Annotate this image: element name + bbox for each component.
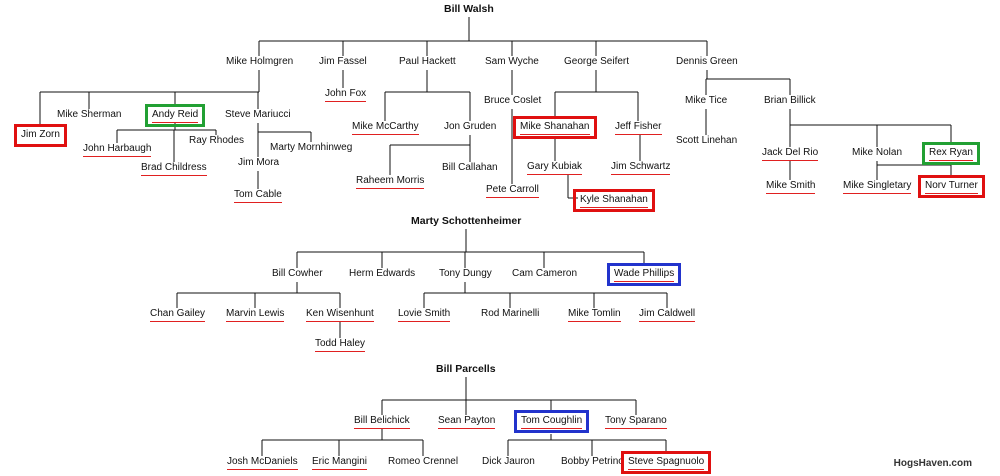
coach-bobby-petrino: Bobby Petrino [561, 456, 624, 467]
coach-tom-cable: Tom Cable [234, 189, 282, 203]
coach-jim-zorn: Jim Zorn [21, 129, 60, 140]
coach-dennis-green: Dennis Green [676, 56, 738, 67]
coach-dick-jauron: Dick Jauron [482, 456, 535, 467]
coach-john-harbaugh: John Harbaugh [83, 143, 152, 157]
coach-sam-wyche: Sam Wyche [485, 56, 539, 67]
coach-jon-gruden: Jon Gruden [444, 121, 497, 132]
coach-mike-holmgren: Mike Holmgren [226, 56, 294, 67]
coach-mike-tice: Mike Tice [685, 95, 728, 106]
coach-chan-gailey: Chan Gailey [150, 308, 206, 322]
coach-cam-cameron: Cam Cameron [512, 268, 578, 279]
coach-todd-haley: Todd Haley [315, 338, 366, 352]
coach-marty-mornhinweg: Marty Mornhinweg [270, 142, 353, 153]
coach-jim-fassel: Jim Fassel [319, 56, 367, 67]
coach-marvin-lewis: Marvin Lewis [226, 308, 285, 322]
coach-george-seifert: George Seifert [564, 56, 630, 67]
coach-lovie-smith: Lovie Smith [398, 308, 451, 322]
highlight-box-tom-coughlin [514, 410, 589, 433]
coach-steve-spagnuolo: Steve Spagnuolo [628, 456, 705, 470]
coach-bill-callahan: Bill Callahan [442, 162, 498, 173]
coach-jack-del-rio: Jack Del Rio [762, 147, 819, 161]
coach-pete-carroll: Pete Carroll [486, 184, 539, 198]
highlight-box-jim-zorn [14, 124, 67, 147]
coach-mike-nolan: Mike Nolan [852, 147, 903, 158]
coach-jim-mora: Jim Mora [238, 157, 280, 168]
coach-scott-linehan: Scott Linehan [676, 135, 738, 146]
coach-brian-billick: Brian Billick [764, 95, 816, 106]
coach-bruce-coslet: Bruce Coslet [484, 95, 542, 106]
coach-bill-belichick: Bill Belichick [354, 415, 410, 429]
coach-jim-schwartz: Jim Schwartz [611, 161, 671, 175]
coach-norv-turner: Norv Turner [925, 180, 978, 194]
site-credit: HogsHaven.com [893, 458, 972, 469]
coach-eric-mangini: Eric Mangini [312, 456, 368, 470]
coach-wade-phillips: Wade Phillips [614, 268, 675, 282]
coach-tony-sparano: Tony Sparano [605, 415, 667, 429]
coach-mike-shanahan: Mike Shanahan [520, 121, 590, 135]
coach-raheem-morris: Raheem Morris [356, 175, 425, 189]
coach-bill-cowher: Bill Cowher [272, 268, 323, 279]
coach-josh-mcdaniels: Josh McDaniels [227, 456, 298, 470]
coach-mike-tomlin: Mike Tomlin [568, 308, 621, 322]
highlight-box-wade-phillips [607, 263, 681, 286]
coach-rod-marinelli: Rod Marinelli [481, 308, 540, 319]
coach-tony-dungy: Tony Dungy [439, 268, 492, 279]
coach-marty-schottenheimer: Marty Schottenheimer [411, 215, 522, 227]
coach-brad-childress: Brad Childress [141, 162, 207, 176]
coach-jim-caldwell: Jim Caldwell [639, 308, 696, 322]
coach-jeff-fisher: Jeff Fisher [615, 121, 662, 135]
coach-sean-payton: Sean Payton [438, 415, 496, 429]
coach-romeo-crennel: Romeo Crennel [388, 456, 459, 467]
coach-bill-parcells: Bill Parcells [436, 363, 496, 375]
highlight-box-kyle-shanahan [573, 189, 655, 212]
coach-steve-mariucci: Steve Mariucci [225, 109, 291, 120]
coach-ray-rhodes: Ray Rhodes [189, 135, 245, 146]
coach-ken-wisenhunt: Ken Wisenhunt [306, 308, 374, 322]
coach-herm-edwards: Herm Edwards [349, 268, 416, 279]
coach-andy-reid: Andy Reid [152, 109, 199, 123]
coach-kyle-shanahan: Kyle Shanahan [580, 194, 648, 208]
highlight-box-rex-ryan [922, 142, 980, 165]
coach-mike-mccarthy: Mike McCarthy [352, 121, 419, 135]
coach-gary-kubiak: Gary Kubiak [527, 161, 583, 175]
coach-paul-hackett: Paul Hackett [399, 56, 456, 67]
highlight-box-steve-spagnuolo [621, 451, 711, 474]
coach-john-fox: John Fox [325, 88, 367, 102]
coach-tom-coughlin: Tom Coughlin [521, 415, 583, 429]
coach-mike-singletary: Mike Singletary [843, 180, 912, 194]
coach-bill-walsh: Bill Walsh [444, 3, 494, 15]
coach-mike-sherman: Mike Sherman [57, 109, 122, 120]
highlight-box-norv-turner [918, 175, 985, 198]
highlight-box-mike-shanahan [513, 116, 597, 139]
coach-rex-ryan: Rex Ryan [929, 147, 973, 161]
coach-mike-smith: Mike Smith [766, 180, 816, 194]
highlight-box-andy-reid [145, 104, 205, 127]
